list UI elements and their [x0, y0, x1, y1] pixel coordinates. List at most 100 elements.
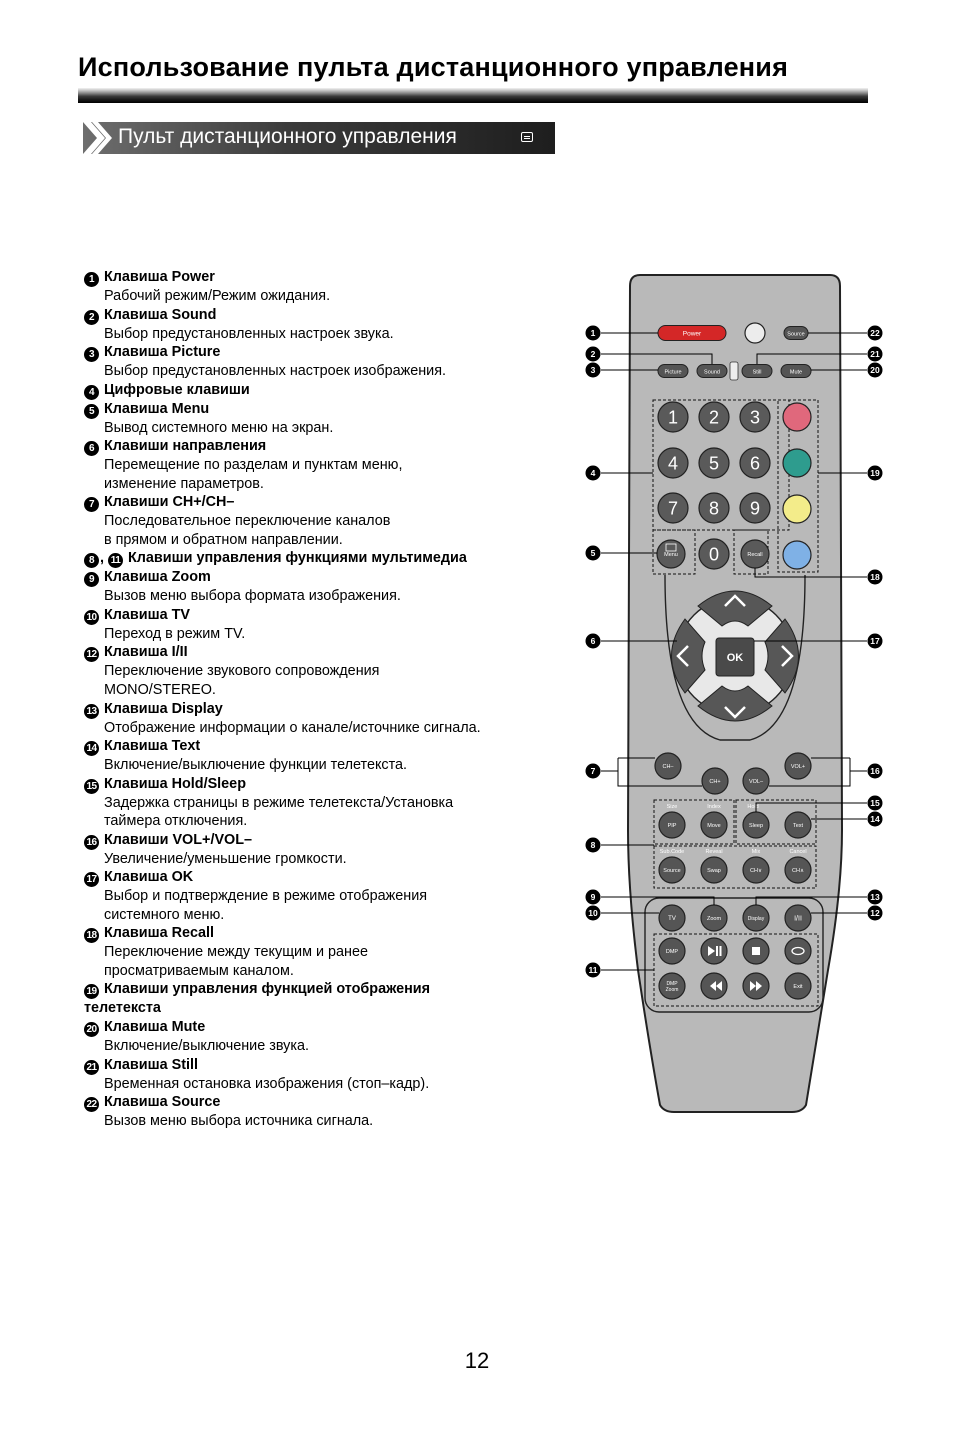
item-number-badge: 13: [84, 703, 99, 719]
teletext-keys-outline: [653, 799, 735, 845]
button-label: 3: [750, 407, 760, 427]
button-label: DMP: [666, 949, 679, 955]
dmp-button[interactable]: DMP: [658, 937, 686, 965]
button-label: 6: [750, 453, 760, 473]
digit-0-button[interactable]: 0: [698, 538, 730, 570]
teletext-color-key[interactable]: [782, 540, 812, 570]
sleep-text-keys-outline: [735, 799, 817, 845]
dpad-up-button[interactable]: [697, 590, 773, 627]
item-number-badge: 19: [84, 984, 99, 1000]
dpad-down-button[interactable]: [697, 685, 773, 722]
callout-line: [754, 568, 867, 578]
menu-button[interactable]: Menu: [656, 539, 686, 569]
swap-button[interactable]: Swap: [700, 856, 728, 884]
teletext-keys-outline-2: [653, 845, 817, 889]
index-label: Index: [707, 804, 721, 810]
ch-plus-button[interactable]: CH+: [701, 767, 729, 795]
ch-minus-button[interactable]: CH–: [654, 752, 682, 780]
callout-badge: 7: [585, 763, 601, 779]
callout-badge: 22: [867, 325, 883, 341]
pip-button[interactable]: PIP: [658, 811, 686, 839]
sub-code-label: Sub.Code: [660, 849, 684, 855]
digit-3-button[interactable]: 3: [739, 401, 771, 433]
picture-button[interactable]: Picture: [657, 364, 689, 378]
source-button[interactable]: Source: [783, 326, 809, 340]
button-label: Mute: [790, 370, 802, 376]
text-button[interactable]: Text: [784, 811, 812, 839]
display-button[interactable]: Display: [742, 904, 770, 932]
recall-button[interactable]: Recall: [740, 539, 770, 569]
button-label: DMP: [666, 981, 678, 987]
still-button[interactable]: Still: [741, 364, 773, 378]
legend-item-title: Клавиши VOL+/VOL–: [104, 831, 253, 848]
legend-item-title: Клавиша OK: [104, 869, 194, 886]
blank-round-button[interactable]: [744, 322, 766, 344]
legend-item-description: Выбор и подтверждение в режиме отображен…: [104, 888, 428, 923]
button-label: Zoom: [666, 987, 679, 993]
title-underline-bar: [78, 88, 868, 103]
menu-grid-icon: [665, 543, 677, 552]
mute-button[interactable]: Mute: [780, 364, 812, 378]
ok-button[interactable]: OK: [715, 637, 755, 677]
teletext-color-key[interactable]: [782, 402, 812, 432]
callout-badge: 10: [585, 905, 601, 921]
teletext-color-key[interactable]: [782, 494, 812, 524]
legend-item-title: Клавиша Text: [104, 738, 201, 755]
item-number-badge: 1: [84, 272, 99, 287]
digit-7-button[interactable]: 7: [657, 492, 689, 524]
ch-down-button[interactable]: CH∨: [742, 856, 770, 884]
digit-6-button[interactable]: 6: [739, 447, 771, 479]
callout-badge: 3: [585, 362, 601, 378]
vol-minus-button[interactable]: VOL–: [742, 767, 770, 795]
digit-4-button[interactable]: 4: [657, 447, 689, 479]
callout-number: 17: [870, 636, 880, 646]
digit-5-button[interactable]: 5: [698, 447, 730, 479]
digit-2-button[interactable]: 2: [698, 401, 730, 433]
legend-item-description: Выбор предустановленных настроек звука.: [104, 325, 394, 342]
legend-item-description: Перемещение по разделам и пунктам меню, …: [104, 457, 403, 492]
zoom-button[interactable]: Zoom: [700, 904, 728, 932]
button-label: PIP: [668, 823, 677, 829]
repeat-icon: [791, 946, 805, 956]
chevron-right-icon: [781, 645, 794, 667]
move-button[interactable]: Move: [700, 811, 728, 839]
i-ii-button[interactable]: I/II: [784, 904, 812, 932]
callout-badge: 20: [867, 362, 883, 378]
source-teletext-button[interactable]: Source: [658, 856, 686, 884]
callout-number: 16: [870, 766, 880, 776]
teletext-color-key[interactable]: [782, 448, 812, 478]
tv-button[interactable]: TV: [658, 904, 686, 932]
callout-badge: 17: [867, 633, 883, 649]
button-label: 8: [709, 498, 719, 518]
sleep-button[interactable]: Sleep: [742, 811, 770, 839]
digit-9-button[interactable]: 9: [739, 492, 771, 524]
size-label: Size: [667, 804, 678, 810]
vol-plus-button[interactable]: VOL+: [784, 752, 812, 780]
item-number-badge: 10: [84, 609, 99, 625]
legend-item-title: Клавиша I/II: [104, 644, 188, 661]
separator-notch: [729, 361, 739, 381]
repeat-button[interactable]: [784, 937, 812, 965]
sound-button[interactable]: Sound: [696, 364, 728, 378]
item-number-badge: 16: [84, 834, 99, 850]
legend-item-description: Переход в режим TV.: [104, 625, 246, 642]
ch-up-button[interactable]: CH∧: [784, 856, 812, 884]
exit-button[interactable]: Exit: [784, 972, 812, 1000]
digit-1-button[interactable]: 1: [657, 401, 689, 433]
digit-8-button[interactable]: 8: [698, 492, 730, 524]
power-button[interactable]: Power: [657, 325, 727, 341]
